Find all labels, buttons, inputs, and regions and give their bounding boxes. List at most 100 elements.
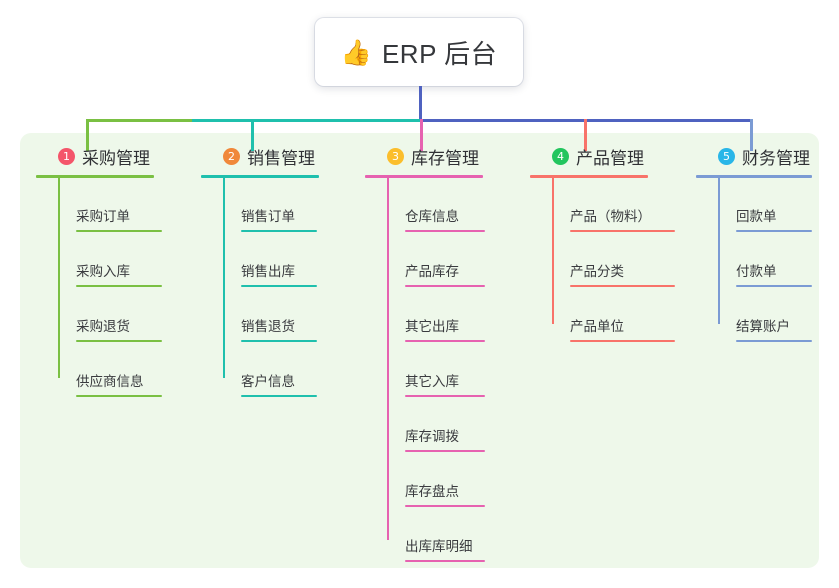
branch-spine-3 <box>387 178 389 540</box>
leaf-underline <box>405 285 485 287</box>
leaf-node[interactable]: 客户信息 <box>223 370 317 397</box>
drop-col5 <box>750 119 753 151</box>
branch-underline-1 <box>36 175 154 178</box>
leaf-label: 采购退货 <box>76 319 130 334</box>
leaf-node[interactable]: 采购退货 <box>58 315 162 342</box>
leaf-node[interactable]: 采购订单 <box>58 205 162 232</box>
leaf-underline <box>736 230 812 232</box>
leaf-underline <box>241 230 317 232</box>
leaf-node[interactable]: 销售订单 <box>223 205 317 232</box>
branch-badge-4: 4 <box>552 147 569 165</box>
leaf-underline <box>570 285 675 287</box>
leaf-label: 库存调拨 <box>405 429 459 444</box>
leaf-underline <box>241 340 317 342</box>
thumbs-up-icon: 👍 <box>340 37 372 67</box>
branch-column-1: 1 采购管理采购订单采购入库采购退货供应商信息 <box>36 143 162 397</box>
leaf-label: 销售订单 <box>241 209 295 224</box>
leaf-label: 库存盘点 <box>405 484 459 499</box>
segment-teal <box>192 119 420 122</box>
drop-col1 <box>86 119 89 151</box>
branches-panel <box>20 133 819 568</box>
branch-badge-1: 1 <box>58 147 75 165</box>
branch-label-4: 产品管理 <box>576 148 644 168</box>
leaf-node[interactable]: 回款单 <box>718 205 812 232</box>
leaf-node[interactable]: 产品库存 <box>387 260 485 287</box>
branch-underline-3 <box>365 175 483 178</box>
leaf-underline <box>76 395 162 397</box>
leaf-node[interactable]: 结算账户 <box>718 315 812 342</box>
branch-underline-4 <box>530 175 648 178</box>
leaf-underline <box>405 505 485 507</box>
branch-badge-2: 2 <box>223 147 240 165</box>
branch-header-2[interactable]: 2 销售管理 <box>201 143 319 169</box>
leaf-underline <box>405 230 485 232</box>
leaf-node[interactable]: 销售退货 <box>223 315 317 342</box>
leaf-label: 回款单 <box>736 209 777 224</box>
leaf-node[interactable]: 其它出库 <box>387 315 485 342</box>
leaf-underline <box>570 230 675 232</box>
leaf-label: 销售退货 <box>241 319 295 334</box>
branch-badge-5: 5 <box>718 147 735 165</box>
root-node-card[interactable]: 👍 ERP 后台 <box>315 18 523 86</box>
leaf-node[interactable]: 其它入库 <box>387 370 485 397</box>
leaf-label: 销售出库 <box>241 264 295 279</box>
branch-header-4[interactable]: 4 产品管理 <box>530 143 648 169</box>
branch-spine-4 <box>552 178 554 324</box>
leaf-underline <box>76 340 162 342</box>
drop-col3 <box>420 119 423 151</box>
leaf-underline <box>405 395 485 397</box>
leaf-node[interactable]: 产品单位 <box>552 315 675 342</box>
leaf-underline <box>241 285 317 287</box>
leaf-node[interactable]: 付款单 <box>718 260 812 287</box>
leaf-underline <box>736 340 812 342</box>
leaf-underline <box>736 285 812 287</box>
leaf-label: 其它入库 <box>405 374 459 389</box>
branch-label-3: 库存管理 <box>411 148 479 168</box>
drop-col4 <box>584 119 587 151</box>
branch-spine-1 <box>58 178 60 378</box>
leaf-underline <box>405 450 485 452</box>
leaf-node[interactable]: 采购入库 <box>58 260 162 287</box>
leaf-node[interactable]: 出库库明细 <box>387 535 485 562</box>
leaf-label: 产品单位 <box>570 319 624 334</box>
leaf-label: 产品分类 <box>570 264 624 279</box>
leaf-underline <box>76 230 162 232</box>
leaf-label: 客户信息 <box>241 374 295 389</box>
drop-col2 <box>251 119 254 151</box>
leaf-label: 产品（物料） <box>570 209 651 224</box>
leaf-node[interactable]: 产品（物料） <box>552 205 675 232</box>
leaf-underline <box>76 285 162 287</box>
leaf-label: 采购订单 <box>76 209 130 224</box>
branch-label-2: 销售管理 <box>247 148 315 168</box>
branch-header-1[interactable]: 1 采购管理 <box>36 143 154 169</box>
branch-header-3[interactable]: 3 库存管理 <box>365 143 483 169</box>
leaf-label: 供应商信息 <box>76 374 144 389</box>
leaf-node[interactable]: 产品分类 <box>552 260 675 287</box>
root-node-title: ERP 后台 <box>381 38 498 69</box>
branch-underline-2 <box>201 175 319 178</box>
branch-underline-5 <box>696 175 812 178</box>
leaf-node[interactable]: 库存调拨 <box>387 425 485 452</box>
leaf-label: 采购入库 <box>76 264 130 279</box>
branch-column-3: 3 库存管理仓库信息产品库存其它出库其它入库库存调拨库存盘点出库库明细 <box>365 143 485 562</box>
trunk-line <box>419 86 422 122</box>
branch-column-4: 4 产品管理产品（物料） 产品分类产品单位 <box>530 143 675 342</box>
branch-column-2: 2 销售管理销售订单销售出库销售退货客户信息 <box>201 143 319 397</box>
leaf-node[interactable]: 供应商信息 <box>58 370 162 397</box>
leaf-label: 结算账户 <box>736 319 790 334</box>
leaf-label: 产品库存 <box>405 264 459 279</box>
leaf-label: 付款单 <box>736 264 777 279</box>
branch-badge-3: 3 <box>387 147 404 165</box>
branch-label-1: 采购管理 <box>82 148 150 168</box>
leaf-node[interactable]: 销售出库 <box>223 260 317 287</box>
leaf-underline <box>570 340 675 342</box>
leaf-underline <box>405 560 485 562</box>
leaf-node[interactable]: 库存盘点 <box>387 480 485 507</box>
leaf-underline <box>405 340 485 342</box>
leaf-label: 出库库明细 <box>405 539 473 554</box>
leaf-node[interactable]: 仓库信息 <box>387 205 485 232</box>
leaf-label: 其它出库 <box>405 319 459 334</box>
segment-green <box>86 119 192 122</box>
